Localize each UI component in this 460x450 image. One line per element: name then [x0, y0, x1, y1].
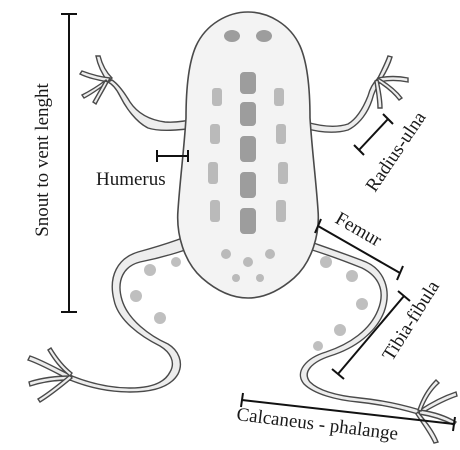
right-hind-limb: [292, 236, 457, 443]
tibia-fibula-label: Tibia-fibula: [378, 277, 444, 365]
radius-ulna-label: Radius-ulna: [362, 107, 431, 195]
frog-body: [178, 12, 319, 298]
left-front-limb: [80, 56, 198, 130]
humerus-label: Humerus: [96, 169, 166, 190]
svl-label: Snout to vent lenght: [32, 82, 53, 236]
right-front-limb: [304, 56, 408, 132]
svl-measurement: [61, 14, 77, 312]
left-hind-limb: [28, 228, 210, 402]
calcaneus-phalange-label: Calcaneus - phalange: [235, 404, 399, 445]
frog-illustration: [28, 12, 457, 443]
femur-label: Femur: [332, 208, 386, 251]
